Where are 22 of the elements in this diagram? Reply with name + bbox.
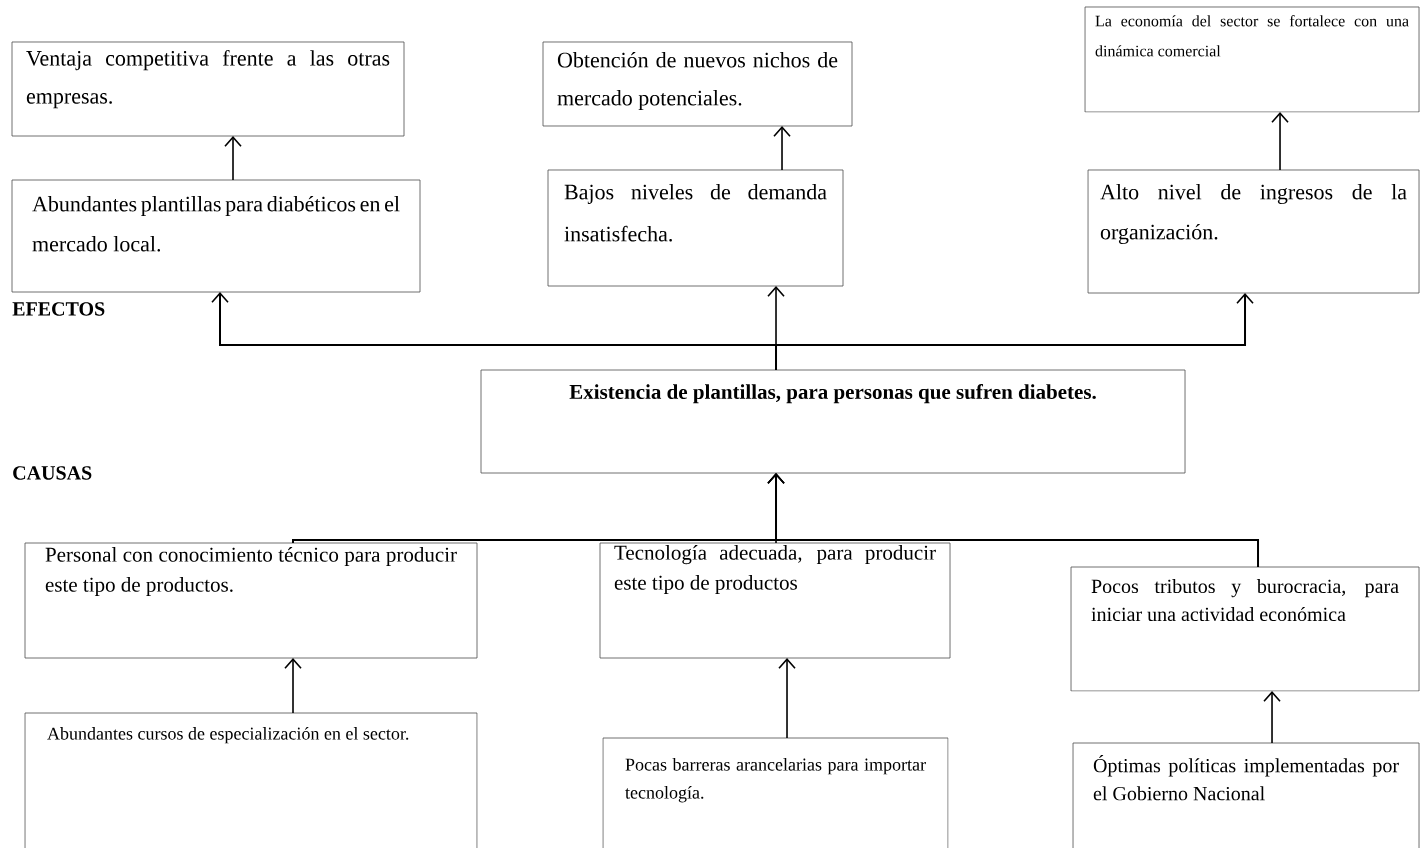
cause-effect-box: La economía del sector se fortalece con una dinámica comercial bbox=[1084, 6, 1420, 113]
arrow bbox=[284, 658, 302, 714]
arrow bbox=[1271, 112, 1289, 171]
cause-effect-box: Obtención de nuevos nichos de mercado potenciales. bbox=[542, 41, 853, 127]
cause-effect-box: Alto nivel de ingresos de la organización. bbox=[1087, 169, 1420, 294]
cause-effect-box: Bajos niveles de demanda insatisfecha. bbox=[547, 169, 844, 287]
arrow bbox=[1263, 691, 1281, 744]
section-label: CAUSAS bbox=[13, 466, 92, 480]
arrow bbox=[767, 473, 1259, 568]
cause-effect-box: Tecnología adecuada, para producir este tipo de productos bbox=[599, 542, 951, 659]
cause-effect-box: Óptimas políticas implementadas por el Gobierno Nacional bbox=[1072, 742, 1420, 848]
cause-effect-box: Ventaja competitiva frente a las otras empresas. bbox=[11, 41, 405, 137]
arrow bbox=[775, 293, 1254, 371]
cause-effect-box: Abundantes plantillas para diabéticos en el mercado local. bbox=[11, 179, 421, 293]
arrow bbox=[773, 126, 791, 171]
cause-effect-box: Pocos tributos y burocracia, para iniciar una actividad económica bbox=[1070, 566, 1420, 692]
cause-effect-box: Personal con conocimiento técnico para producir este tipo de productos. bbox=[24, 542, 478, 659]
arrow bbox=[224, 136, 242, 181]
cause-effect-box: Abundantes cursos de especialización en el sector. bbox=[24, 712, 478, 848]
cause-effect-box: Pocas barreras arancelarias para importar tecnología. bbox=[602, 737, 949, 848]
cause-effect-box: Existencia de plantillas, para personas que sufren diabetes. bbox=[480, 369, 1186, 474]
arrow bbox=[778, 658, 796, 739]
